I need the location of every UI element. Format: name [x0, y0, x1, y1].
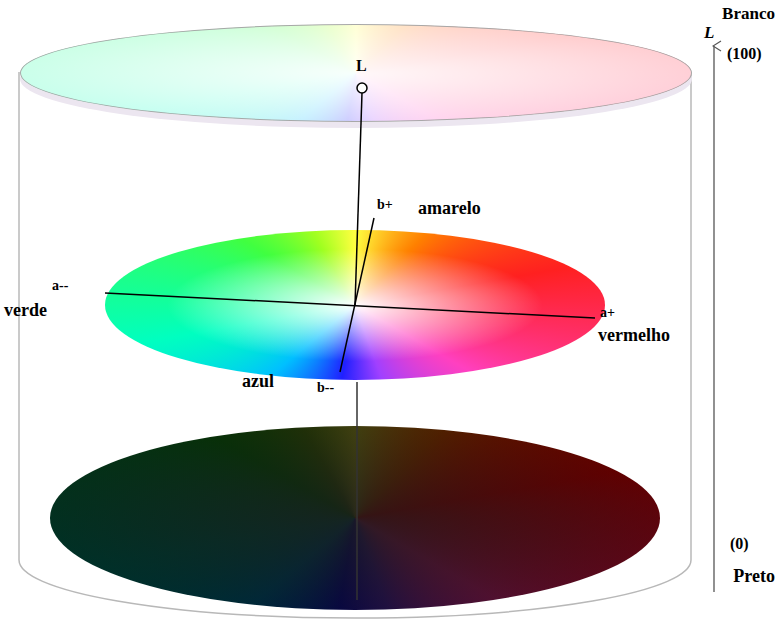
- l-axis: [355, 93, 362, 305]
- color-name: amarelo: [418, 199, 481, 217]
- b-axis: [340, 218, 374, 372]
- axis-sign: a+: [600, 306, 615, 320]
- scale-name: Preto: [733, 567, 775, 585]
- scale-name: Branco: [722, 5, 775, 22]
- axis-letter: L: [704, 24, 714, 41]
- axis-sign: a--: [52, 279, 68, 293]
- color-name: vermelho: [598, 326, 670, 344]
- dark-disc: [50, 426, 660, 610]
- color-name: azul: [242, 372, 274, 390]
- lightness-arrow: [713, 46, 714, 592]
- l-axis-lower: [356, 382, 358, 600]
- axis-letter: L: [356, 58, 367, 74]
- l-marker: [357, 83, 367, 93]
- a-axis: [105, 293, 595, 318]
- scale-value: (0): [730, 536, 749, 552]
- axis-sign: b+: [377, 198, 393, 212]
- color-name: verde: [4, 301, 47, 319]
- axis-sign: b--: [317, 381, 334, 395]
- scale-value: (100): [727, 46, 762, 62]
